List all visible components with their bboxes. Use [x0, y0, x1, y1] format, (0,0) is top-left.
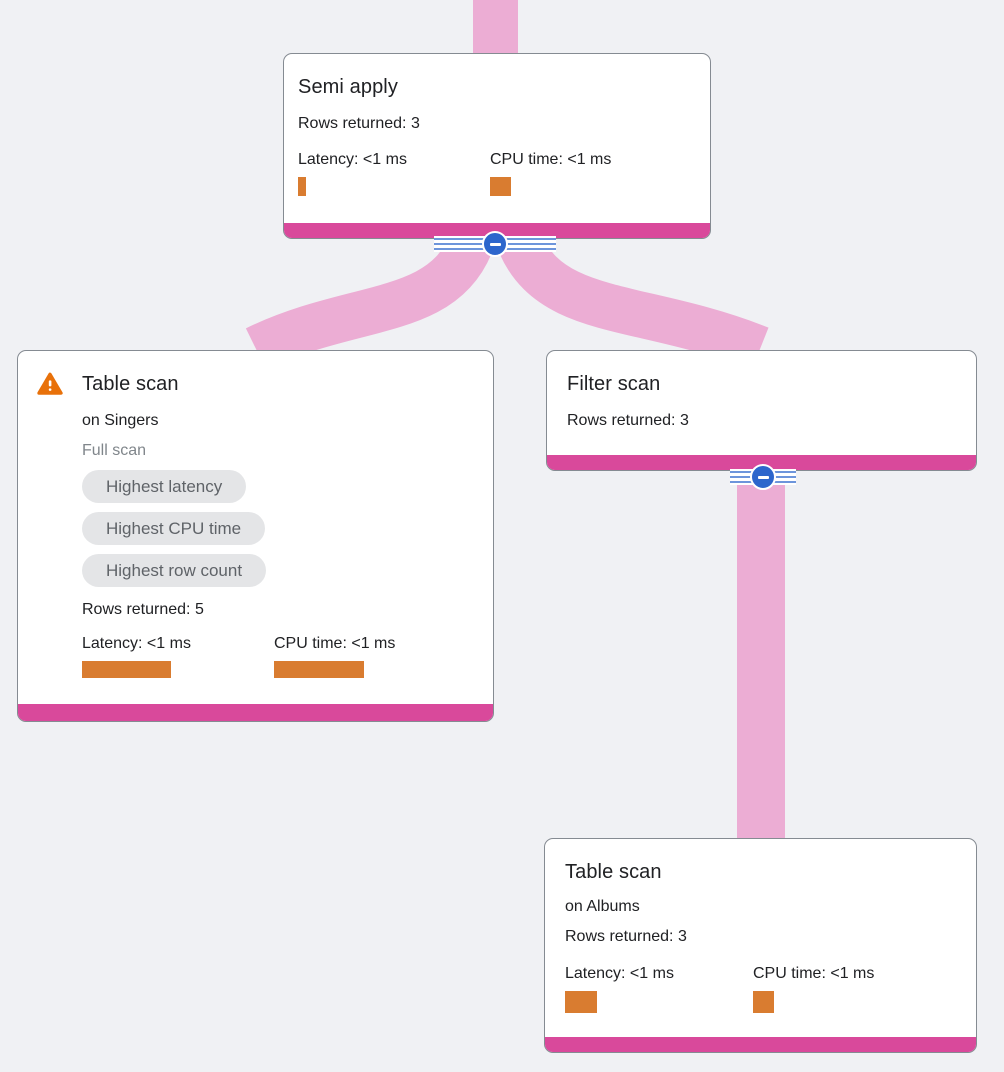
collapse-icon[interactable] [482, 231, 508, 257]
node-title: Semi apply [298, 76, 398, 98]
rows-returned: Rows returned: 5 [82, 601, 204, 618]
node-title: Table scan [565, 861, 662, 883]
collapse-button-filter-scan[interactable] [730, 464, 796, 490]
latency-bar [82, 661, 171, 678]
node-semi-apply[interactable]: Semi apply Rows returned: 3 Latency: <1 … [283, 53, 711, 239]
edge-filter-scan-to-table-scan-albums [737, 482, 785, 840]
node-accent-bar [545, 1037, 976, 1052]
scan-target: on Singers [82, 412, 159, 429]
edge-semi-apply-to-filter-scan [498, 232, 769, 371]
edge-semi-apply-to-table-scan-singers [245, 233, 493, 370]
latency-bar [565, 991, 597, 1013]
collapse-button-semi-apply[interactable] [434, 231, 556, 257]
cpu-time-label: CPU time: <1 ms [490, 151, 612, 168]
node-accent-bar [284, 223, 710, 238]
latency-label: Latency: <1 ms [82, 635, 191, 652]
cpu-time-bar [274, 661, 364, 678]
edge-parent-to-semi-apply [473, 0, 518, 56]
node-filter-scan[interactable]: Filter scan Rows returned: 3 [546, 350, 977, 471]
latency-bar [298, 177, 306, 196]
node-accent-bar [547, 455, 976, 470]
badge-highest-cpu-time: Highest CPU time [82, 512, 266, 545]
scan-mode: Full scan [82, 442, 147, 459]
cpu-time-label: CPU time: <1 ms [753, 965, 875, 982]
latency-label: Latency: <1 ms [565, 965, 674, 982]
minus-icon [489, 242, 501, 246]
cpu-time-bar [490, 177, 511, 196]
latency-label: Latency: <1 ms [298, 151, 407, 168]
collapse-icon[interactable] [750, 464, 776, 490]
node-table-scan-singers[interactable]: Table scan on Singers Full scan Highest … [17, 350, 494, 722]
minus-icon [757, 475, 769, 479]
rows-returned: Rows returned: 3 [567, 412, 689, 429]
rows-returned: Rows returned: 3 [565, 928, 687, 945]
node-title: Filter scan [567, 373, 661, 395]
node-accent-bar [18, 704, 493, 721]
cpu-time-label: CPU time: <1 ms [274, 635, 396, 652]
node-title: Table scan [82, 373, 179, 395]
rows-returned: Rows returned: 3 [298, 115, 420, 132]
cpu-time-bar [753, 991, 774, 1013]
warning-icon [37, 372, 63, 395]
badge-highest-row-count: Highest row count [82, 554, 267, 587]
scan-target: on Albums [565, 898, 640, 915]
node-table-scan-albums[interactable]: Table scan on Albums Rows returned: 3 La… [544, 838, 977, 1053]
badge-highest-latency: Highest latency [82, 470, 247, 503]
